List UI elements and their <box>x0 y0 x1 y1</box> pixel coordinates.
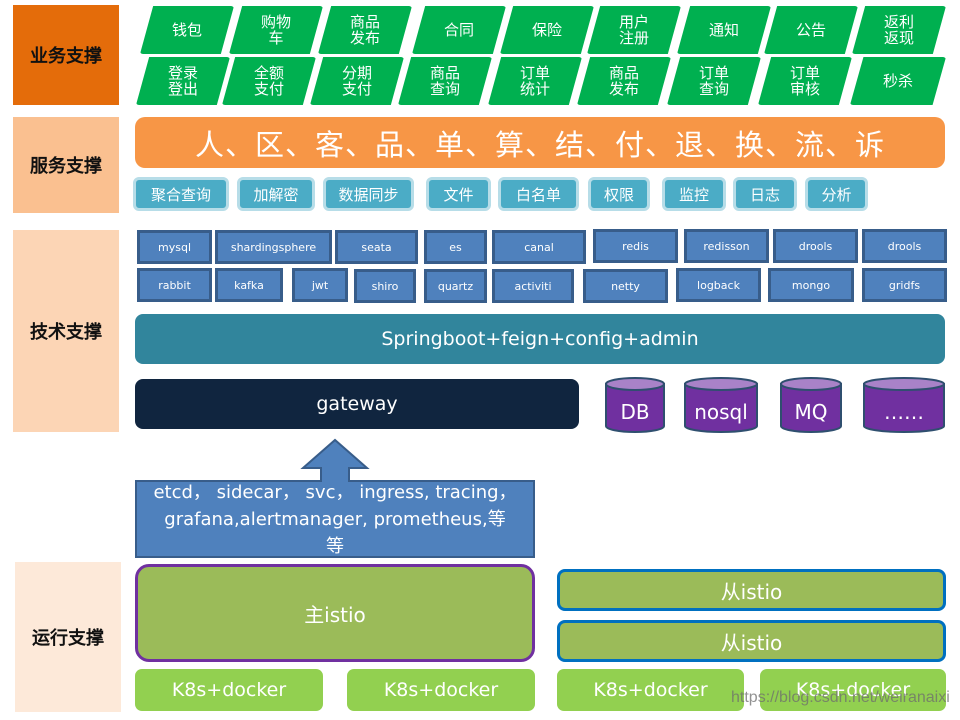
framework-bar: Springboot+feign+config+admin <box>135 314 945 364</box>
storage-label: MQ <box>794 400 828 424</box>
tech-component: redis <box>593 229 678 263</box>
tech-component: jwt <box>292 268 348 302</box>
tech-component: redisson <box>684 229 769 263</box>
storage-label: nosql <box>694 400 748 424</box>
service-chip: 加解密 <box>237 177 315 211</box>
tech-component: shardingsphere <box>215 230 332 264</box>
storage-label: DB <box>620 400 650 424</box>
service-chip: 数据同步 <box>323 177 414 211</box>
business-module: 购物 车 <box>229 6 323 54</box>
infra-callout-text: etcd， sidecar， svc， ingress, tracing， gr… <box>153 482 517 557</box>
business-module: 合同 <box>412 6 506 54</box>
k8s-node: K8s+docker <box>760 669 946 711</box>
business-module: 登录 登出 <box>136 57 230 105</box>
gateway-box: gateway <box>135 379 579 429</box>
tech-component: quartz <box>424 269 487 303</box>
tech-component: es <box>424 230 487 264</box>
tech-component: drools <box>773 229 858 263</box>
storage-db: DB <box>604 376 666 434</box>
service-chip: 日志 <box>733 177 797 211</box>
tech-component: mysql <box>137 230 212 264</box>
business-module: 公告 <box>764 6 858 54</box>
storage-nosql: nosql <box>683 376 759 434</box>
layer-label-runtime: 运行支撑 <box>15 562 121 712</box>
k8s-node: K8s+docker <box>557 669 744 711</box>
up-arrow-callout-icon <box>135 438 535 558</box>
layer-label-business: 业务支撑 <box>13 5 119 105</box>
k8s-node: K8s+docker <box>135 669 323 711</box>
layer-label-tech: 技术支撑 <box>13 230 119 432</box>
main-istio: 主istio <box>135 564 535 662</box>
service-chip: 分析 <box>805 177 868 211</box>
service-chip: 文件 <box>426 177 491 211</box>
tech-component: drools <box>862 229 947 263</box>
business-module: 返利 返现 <box>852 6 946 54</box>
layer-label-service: 服务支撑 <box>13 117 119 213</box>
business-module: 商品 查询 <box>398 57 492 105</box>
database-cylinder-icon <box>780 377 842 433</box>
business-module: 商品 发布 <box>577 57 671 105</box>
database-cylinder-icon <box>863 377 945 433</box>
business-module: 用户 注册 <box>587 6 681 54</box>
k8s-node: K8s+docker <box>347 669 535 711</box>
tech-component: logback <box>676 268 761 302</box>
service-core-bar: 人、区、客、品、单、算、结、付、退、换、流、诉 <box>135 117 945 168</box>
business-module: 秒杀 <box>850 57 946 105</box>
watermark: https://blog.csdn.net/weiranaixi <box>731 689 950 706</box>
tech-component: kafka <box>215 268 283 302</box>
business-module: 通知 <box>677 6 771 54</box>
tech-component: rabbit <box>137 268 212 302</box>
database-cylinder-icon <box>605 377 665 433</box>
tech-component: seata <box>335 230 418 264</box>
tech-component: shiro <box>354 269 416 303</box>
business-module: 钱包 <box>140 6 234 54</box>
business-module: 订单 统计 <box>488 57 582 105</box>
business-module: 保险 <box>500 6 594 54</box>
tech-component: gridfs <box>862 268 947 302</box>
database-cylinder-icon <box>684 377 758 433</box>
business-module: 订单 查询 <box>667 57 761 105</box>
service-chip: 白名单 <box>498 177 579 211</box>
business-module: 全额 支付 <box>222 57 316 105</box>
business-module: 商品 发布 <box>318 6 412 54</box>
service-chip: 监控 <box>662 177 726 211</box>
business-module: 订单 审核 <box>758 57 852 105</box>
infra-callout: etcd， sidecar， svc， ingress, tracing， gr… <box>135 438 535 558</box>
tech-component: netty <box>583 269 668 303</box>
sub-istio: 从istio <box>557 569 946 611</box>
tech-component: mongo <box>768 268 854 302</box>
service-chip: 聚合查询 <box>133 177 229 211</box>
tech-component: canal <box>492 230 586 264</box>
tech-component: activiti <box>492 269 574 303</box>
storage-mq: MQ <box>779 376 843 434</box>
storage-more: …… <box>862 376 946 434</box>
service-chip: 权限 <box>588 177 650 211</box>
sub-istio: 从istio <box>557 620 946 662</box>
storage-label: …… <box>884 400 924 424</box>
business-module: 分期 支付 <box>310 57 404 105</box>
